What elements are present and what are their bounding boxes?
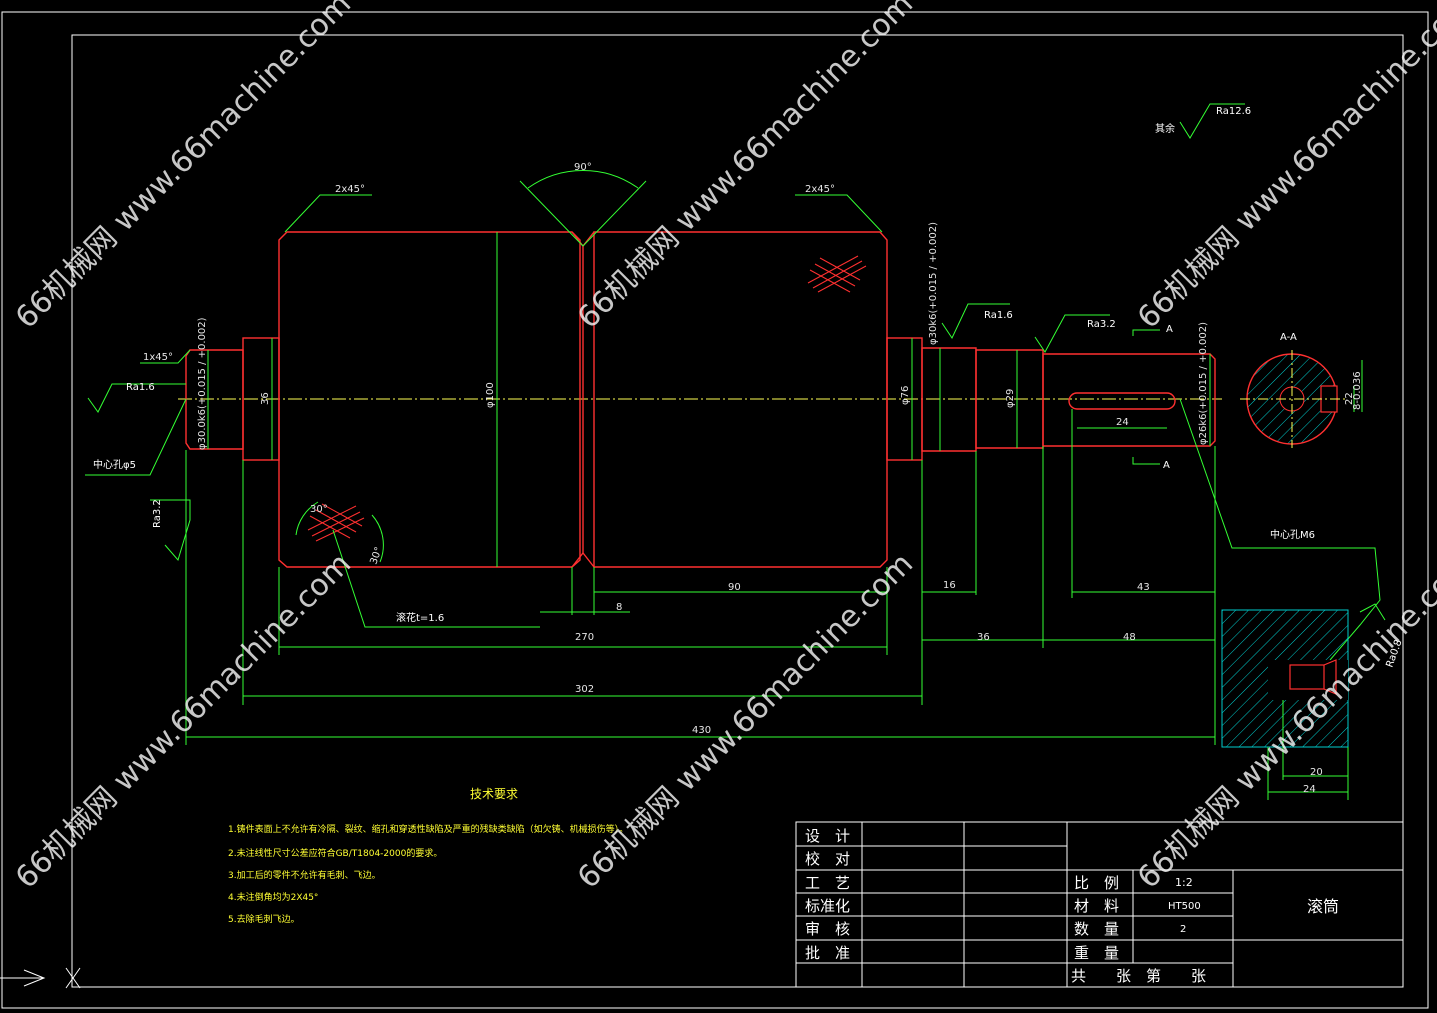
qty-value: 2 — [1180, 924, 1186, 935]
dim-len-270: 270 — [575, 632, 594, 643]
dim-chamfer-end: 1x45° — [143, 352, 173, 363]
dim-len-48: 48 — [1123, 632, 1136, 643]
dim-diam-76: φ76 — [900, 386, 911, 405]
section-mark-top: A — [1166, 324, 1173, 335]
dim-knurl-angle-a: 30° — [310, 504, 328, 515]
role-standard: 标准化 — [805, 897, 850, 915]
dim-diam-roll: φ100 — [485, 382, 496, 408]
dim-knurl-angle-b: 30° — [368, 546, 384, 566]
watermarks: 66机械网 www.66machine.com 66机械网 www.66mach… — [9, 0, 1437, 896]
roughness-ra32-left: Ra3.2 — [152, 499, 163, 528]
roughness-ra125: Ra12.6 — [1216, 106, 1251, 117]
knurl-note: 滚花t=1.6 — [396, 611, 444, 624]
watermark-4: 66机械网 www.66machine.com — [9, 546, 358, 895]
dim-diam-shaft-k6: φ30k6(+0.015 / +0.002) — [928, 222, 939, 345]
role-design: 设 计 — [805, 827, 850, 845]
section-mark-bottom: A — [1163, 460, 1170, 471]
dim-diam-right-end: φ26k6(+0.015 / +0.002) — [1198, 322, 1209, 445]
dim-len-16: 16 — [943, 580, 956, 591]
tech-requirements: 技术要求 1.铸件表面上不允许有冷隔、裂纹、缩孔和穿透性缺陷及严重的残缺类缺陷（… — [228, 787, 628, 925]
annotations: Ra1.6 Ra3.2 Ra1.6 Ra3.2 Ra12.6 其余 Ra0.8 … — [93, 106, 1405, 669]
roughness-rest-label: 其余 — [1155, 122, 1175, 135]
center-hole-right-label: 中心孔M6 — [1270, 528, 1315, 541]
roughness-ra16-shaft: Ra1.6 — [984, 310, 1013, 321]
dim-key-depth: 22 — [1344, 392, 1355, 405]
dim-diam-29: φ29 — [1005, 389, 1016, 408]
dim-len-430: 430 — [692, 725, 711, 736]
material-value: HT500 — [1168, 901, 1201, 912]
tech-title: 技术要求 — [470, 787, 518, 801]
scale-label: 比 例 — [1074, 874, 1119, 892]
watermark-2: 66机械网 www.66machine.com — [571, 0, 920, 336]
dim-chamfer-right: 2x45° — [805, 184, 835, 195]
role-approve: 批 准 — [805, 944, 850, 962]
watermark-3: 66机械网 www.66machine.com — [1131, 0, 1437, 336]
role-check: 校 对 — [805, 850, 850, 868]
dim-len-36: 36 — [977, 632, 990, 643]
dim-len-24b: 24 — [1303, 784, 1316, 795]
weight-label: 重 量 — [1074, 944, 1119, 962]
role-process: 工 艺 — [805, 874, 850, 892]
dim-len-90: 90 — [728, 582, 741, 593]
sheet-label: 共 张 第 张 — [1071, 967, 1206, 985]
watermark-5: 66机械网 www.66machine.com — [571, 546, 920, 895]
dim-groove-angle: 90° — [574, 162, 592, 173]
dimension-lines — [85, 103, 1386, 745]
scale-value: 1:2 — [1175, 876, 1193, 889]
part-name: 滚筒 — [1307, 897, 1339, 916]
roughness-ra16-left: Ra1.6 — [126, 382, 155, 393]
material-label: 材 料 — [1074, 897, 1119, 915]
dim-len-43: 43 — [1137, 582, 1150, 593]
title-block-text: 设 计 校 对 工 艺 标准化 审 核 批 准 比 例 1:2 材 料 HT50… — [805, 827, 1339, 985]
dim-len-8: 8 — [616, 602, 622, 613]
dim-diam-36: 36 — [260, 392, 271, 405]
dim-key-width: 8-0.036 — [1352, 371, 1363, 410]
tech-item-5: 5.去除毛刺飞边。 — [228, 913, 300, 925]
role-review: 审 核 — [805, 920, 850, 938]
outer-frame — [1, 11, 1429, 1009]
watermark-1: 66机械网 www.66machine.com — [9, 0, 358, 336]
watermark-6: 66机械网 www.66machine.com — [1131, 546, 1437, 895]
dim-diam-left-end: φ30.0k6(+0.015 / +0.002) — [197, 317, 208, 450]
tech-item-4: 4.未注倒角均为2X45° — [228, 891, 318, 903]
roughness-ra32-shaft: Ra3.2 — [1087, 319, 1116, 330]
inner-frame — [71, 34, 1404, 988]
dim-len-20: 20 — [1310, 767, 1323, 778]
title-block — [795, 821, 1404, 988]
dim-len-302: 302 — [575, 684, 594, 695]
dim-chamfer-left: 2x45° — [335, 184, 365, 195]
ucs-icon — [0, 967, 81, 989]
tech-item-2: 2.未注线性尺寸公差应符合GB/T1804-2000的要求。 — [228, 847, 442, 859]
dim-key-length: 24 — [1116, 417, 1129, 428]
dimension-text: 2x45° 2x45° 90° 1x45° φ30.0k6(+0.015 / +… — [143, 162, 1363, 795]
qty-label: 数 量 — [1074, 920, 1119, 938]
section-a-a — [1240, 350, 1363, 448]
center-hole-left-label: 中心孔φ5 — [93, 458, 136, 471]
tech-item-1: 1.铸件表面上不允许有冷隔、裂纹、缩孔和穿透性缺陷及严重的残缺类缺陷（如欠铸、机… — [228, 823, 628, 835]
center-hole-detail — [1221, 609, 1349, 800]
tech-item-3: 3.加工后的零件不允许有毛刺、飞边。 — [228, 869, 381, 881]
section-title: A-A — [1280, 332, 1297, 343]
